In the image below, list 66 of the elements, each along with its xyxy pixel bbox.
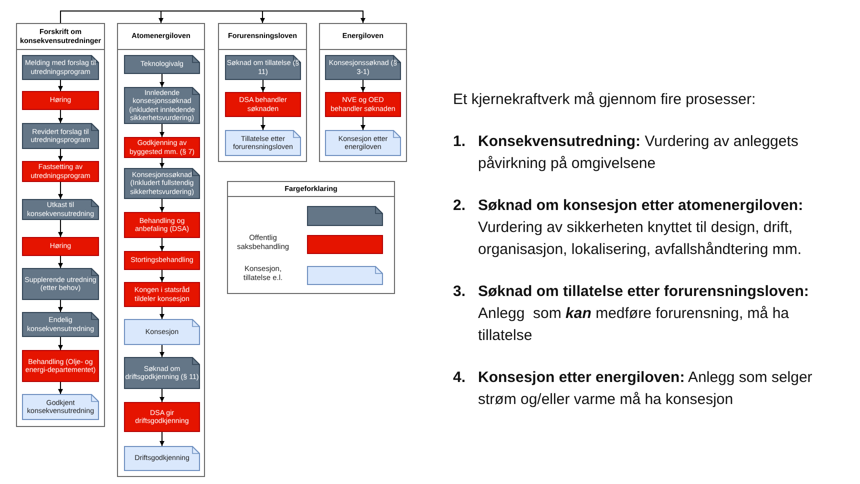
arrow xyxy=(160,306,164,320)
law-column xyxy=(117,23,205,477)
arrow xyxy=(260,80,266,92)
arrow xyxy=(360,80,366,92)
process-box xyxy=(22,91,99,110)
document-box xyxy=(124,446,200,471)
law-column xyxy=(218,23,307,162)
process-box xyxy=(225,92,301,117)
document-box xyxy=(124,168,200,199)
document-box xyxy=(225,130,301,156)
arrow xyxy=(160,74,164,88)
process-box xyxy=(124,282,200,307)
list-item-text: Konsesjon etter energiloven: Anlegg som selger strøm og/eller varme må ha konsesjon xyxy=(478,368,814,410)
intro-text: Et kjernekraftverk må gjennom fire prosesser: xyxy=(453,90,757,110)
process-box xyxy=(325,92,401,117)
arrow xyxy=(58,336,63,350)
process-box xyxy=(124,251,200,270)
document-box xyxy=(124,357,200,389)
list-number: 2. xyxy=(453,196,467,216)
list-number: 4. xyxy=(453,368,467,388)
document-box xyxy=(22,394,99,420)
arrow xyxy=(58,80,63,92)
list-item-text: Søknad om konsesjon etter atomenergiloven: Vurdering av sikkerheten knyttet til design, drift, organisasjon, lokalisering, avfallshåndtering mm. xyxy=(478,196,804,260)
document-box xyxy=(22,312,99,337)
legend-swatch xyxy=(307,206,383,226)
arrow xyxy=(58,110,63,124)
process-box xyxy=(124,137,200,158)
document-box xyxy=(124,55,200,74)
arrow xyxy=(58,182,63,200)
process-box xyxy=(22,161,99,182)
document-box xyxy=(225,55,301,80)
law-column xyxy=(319,23,407,162)
arrow xyxy=(160,432,164,446)
arrow xyxy=(160,270,164,282)
document-box xyxy=(22,268,99,300)
process-box xyxy=(22,237,99,256)
document-box xyxy=(22,199,99,220)
arrow xyxy=(58,148,63,162)
list-item-text: Konsekvensutredning: Vurdering av anleggets påvirkning på omgivelsene xyxy=(478,132,800,174)
arrow xyxy=(58,300,63,312)
document-box xyxy=(22,55,99,80)
list-number: 1. xyxy=(453,132,467,152)
arrow xyxy=(260,116,266,130)
list-item-text: Søknad om tillatelse etter forurensningsloven: Anlegg som kan medføre forurensning, må ha tillatelse xyxy=(478,282,810,346)
document-box xyxy=(22,123,99,149)
arrow xyxy=(158,10,212,24)
arrow xyxy=(160,388,164,402)
process-box xyxy=(124,402,200,432)
process-box xyxy=(22,350,99,382)
document-box xyxy=(325,130,401,156)
arrow xyxy=(160,124,164,138)
arrow xyxy=(58,220,63,238)
arrow xyxy=(58,256,63,268)
arrow xyxy=(160,198,164,212)
legend-panel xyxy=(227,181,395,294)
document-box xyxy=(325,55,401,80)
document-box xyxy=(124,319,200,345)
arrow xyxy=(210,10,366,24)
list-number: 3. xyxy=(453,282,467,302)
process-box xyxy=(124,212,200,238)
arrow xyxy=(360,116,366,130)
arrow xyxy=(160,158,164,168)
law-column xyxy=(16,23,105,427)
arrow xyxy=(160,238,164,252)
arrow xyxy=(160,344,164,358)
arrow xyxy=(58,382,63,394)
